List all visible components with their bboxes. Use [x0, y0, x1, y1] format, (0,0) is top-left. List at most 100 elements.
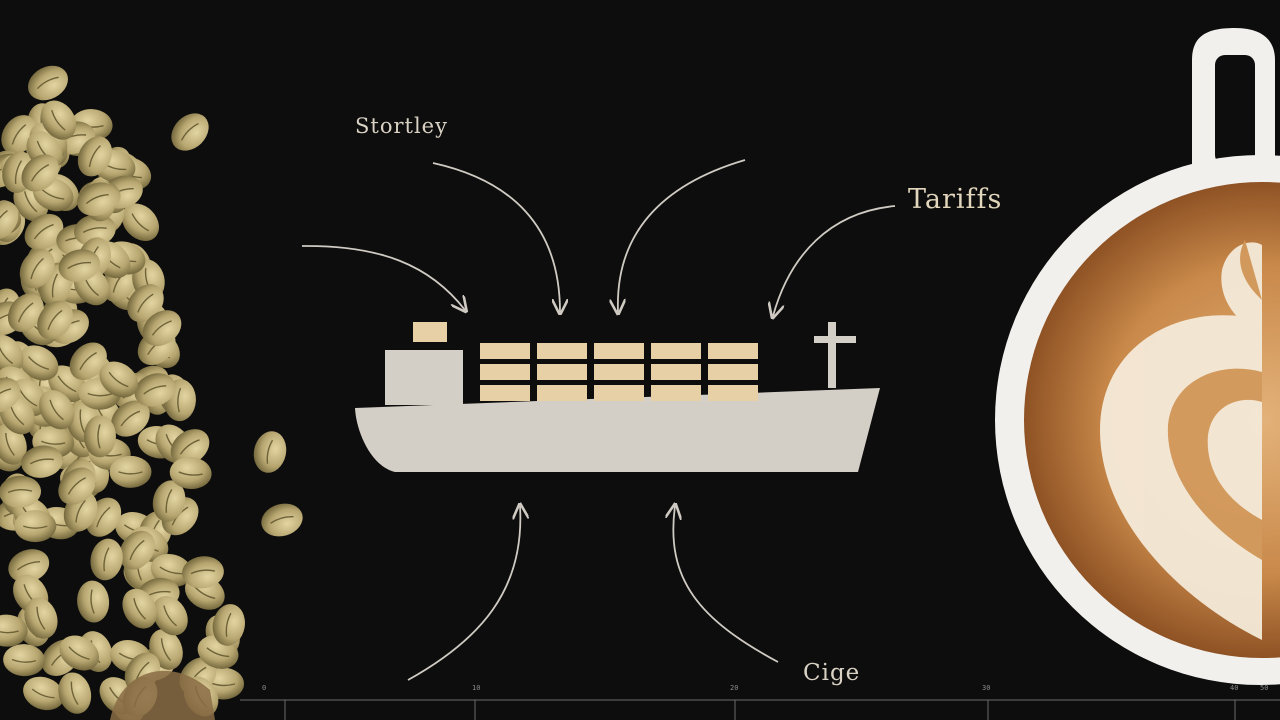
label-cige: Cige — [803, 660, 861, 686]
flow-arrows — [301, 159, 896, 681]
coffee-bean-crease — [165, 489, 173, 513]
coffee-bean-crease — [143, 385, 167, 395]
coffee-bean-crease — [133, 598, 147, 620]
coffee-bean-crease — [270, 515, 294, 524]
axis-tick-label: 50 — [1260, 684, 1269, 692]
axis-tick-label: 30 — [982, 684, 991, 692]
coffee-bean-crease — [177, 387, 182, 413]
coffee-bean — [119, 530, 156, 570]
cargo-container — [651, 385, 701, 401]
coffee-bean — [8, 549, 50, 583]
coffee-bean-crease — [51, 273, 59, 298]
cargo-container — [537, 364, 587, 380]
cargo-container — [708, 385, 758, 401]
arrow-bottom-right — [673, 506, 779, 663]
coffee-bean-crease — [57, 375, 77, 393]
cargo-container — [480, 385, 530, 401]
cargo-container — [651, 364, 701, 380]
coffee-bean-crease — [70, 681, 79, 706]
coffee-bean-crease — [67, 261, 92, 270]
coffee-bean-crease — [193, 585, 216, 600]
coffee-bean — [99, 361, 139, 398]
cargo-container — [480, 364, 530, 380]
coffee-bean — [0, 334, 24, 374]
coffee-bean — [181, 556, 224, 589]
coffee-bean-crease — [118, 471, 143, 475]
coffee-bean-crease — [190, 569, 216, 575]
coffee-bean-crease — [97, 424, 101, 449]
coffee-bean-crease — [14, 160, 23, 184]
coffee-bean-crease — [30, 164, 50, 182]
coffee-bean — [0, 475, 42, 508]
coffee-bean-crease — [137, 293, 154, 313]
coffee-bean — [14, 510, 57, 543]
coffee-bean — [58, 467, 96, 505]
coffee-bean-crease — [180, 122, 199, 141]
label-stortley: Stortley — [355, 114, 448, 138]
coffee-bean-crease — [179, 439, 200, 455]
coffee-bean — [77, 182, 118, 216]
coffee-bean-crease — [67, 477, 86, 495]
coffee-bean — [39, 390, 75, 430]
coffee-bean-crease — [24, 191, 38, 213]
coffee-bean — [21, 445, 63, 478]
ship-funnel — [413, 322, 447, 342]
coffee-bean-crease — [23, 525, 48, 529]
cargo-container — [537, 385, 587, 401]
coffee-bean-crease — [17, 302, 34, 323]
coffee-bean-crease — [11, 658, 37, 663]
coffee-bean — [261, 503, 303, 537]
coffee-bean — [21, 154, 59, 192]
arrow-right — [773, 205, 896, 316]
coffee-bean-crease — [5, 432, 15, 456]
coffee-bean — [40, 100, 77, 140]
coffee-bean — [127, 284, 164, 323]
arrow-top-right — [618, 159, 746, 312]
coffee-bean-crease — [31, 688, 55, 699]
coffee-bean — [58, 249, 101, 282]
coffee-bean — [90, 538, 123, 581]
coffee-bean — [27, 65, 69, 101]
coffee-bean-crease — [30, 257, 44, 280]
coffee-bean-crease — [17, 561, 41, 571]
coffee-bean — [0, 200, 19, 240]
coffee-bean — [111, 400, 150, 437]
coffee-bean-crease — [266, 439, 274, 464]
coffee-bean-crease — [41, 189, 65, 200]
cargo-container — [708, 343, 758, 359]
coffee-bean-crease — [51, 109, 66, 131]
coffee-bean-crease — [85, 193, 109, 205]
coffee-bean — [122, 588, 158, 629]
coffee-bean-crease — [19, 388, 38, 407]
coffee-bean — [253, 431, 287, 473]
coffee-bean-crease — [68, 646, 90, 660]
cargo-container — [651, 343, 701, 359]
coffee-bean-crease — [33, 223, 54, 240]
coffee-bean — [58, 672, 92, 714]
arrow-top-left — [432, 162, 560, 312]
coffee-bean — [170, 429, 210, 466]
coffee-bean-crease — [88, 145, 101, 168]
coffee-bean — [169, 456, 212, 490]
coffee-bean-crease — [49, 399, 64, 421]
coffee-bean — [23, 676, 64, 711]
container-stack — [480, 343, 758, 401]
coffee-bean — [18, 345, 59, 381]
coffee-bean-crease — [151, 320, 172, 336]
coffee-bean-crease — [41, 440, 66, 445]
coffee-bean-crease — [87, 392, 112, 397]
coffee-bean — [0, 614, 28, 647]
coffee-bean-crease — [0, 629, 19, 634]
coffee-bean — [0, 377, 21, 413]
coffee-bean-crease — [36, 76, 59, 90]
axis-tick-label: 10 — [472, 684, 481, 692]
coffee-bean — [74, 214, 116, 247]
coffee-bean — [24, 213, 64, 250]
coffee-bean-crease — [225, 612, 232, 637]
coffee-beans-image — [0, 65, 303, 720]
coffee-bean — [59, 635, 100, 671]
coffee-bean-crease — [0, 210, 8, 231]
coffee-bean-crease — [90, 589, 95, 614]
coffee-bean-crease — [29, 458, 54, 465]
